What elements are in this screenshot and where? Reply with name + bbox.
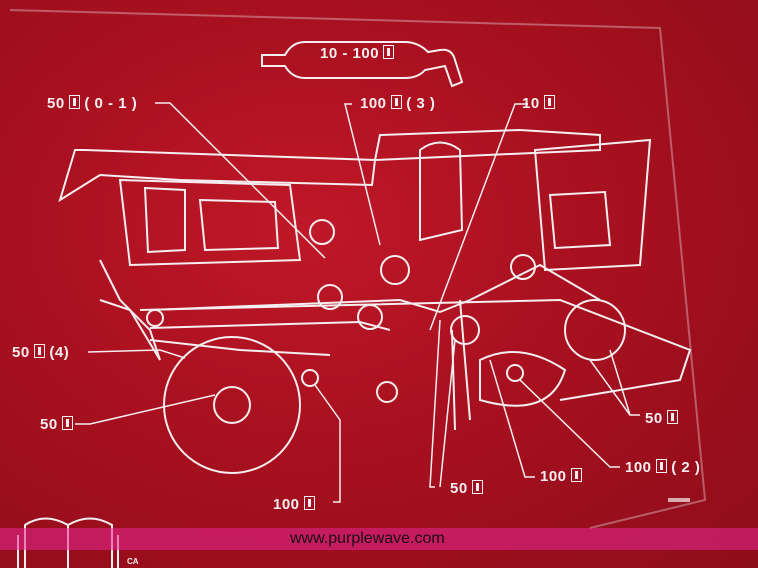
label-suffix: ( 3 ): [406, 95, 436, 112]
label-value: 50: [12, 344, 30, 361]
lube-label: 100 ( 3 ): [360, 95, 435, 112]
manual-caption: CA: [127, 557, 139, 566]
watermark-band: [0, 528, 758, 550]
lube-label: 50 ( 0 - 1 ): [47, 95, 137, 112]
hourglass-icon: [471, 480, 483, 494]
combine-outline: [58, 128, 692, 401]
lube-label: 100: [273, 496, 315, 513]
hourglass-icon: [570, 468, 582, 482]
part-number-sticker: [668, 498, 690, 502]
label-suffix: ( 0 - 1 ): [84, 95, 138, 112]
label-value: 50: [47, 95, 65, 112]
hourglass-icon: [33, 344, 45, 358]
grease-interval-badge: 10 - 100: [320, 45, 395, 62]
lube-label: 100: [540, 468, 582, 485]
watermark: www.purplewave.com: [290, 530, 445, 547]
label-suffix: (4): [49, 344, 70, 361]
grease-gun-icon: [261, 41, 464, 88]
label-value: 100: [540, 468, 567, 485]
label-value: 100: [625, 459, 652, 476]
lube-label: 50: [645, 410, 678, 427]
lube-label: 100 ( 2 ): [625, 459, 700, 476]
pulleys-and-wheels: [146, 219, 626, 474]
label-value: 50: [450, 480, 468, 497]
lube-label: 50: [450, 480, 483, 497]
leader-lines: [75, 102, 640, 503]
hourglass-icon: [61, 416, 73, 430]
hourglass-icon: [303, 496, 315, 510]
badge-value: 10 - 100: [320, 45, 380, 62]
label-suffix: ( 2 ): [671, 459, 701, 476]
hourglass-icon: [383, 45, 395, 59]
hourglass-icon: [655, 459, 667, 473]
label-value: 100: [360, 95, 387, 112]
hourglass-icon: [390, 95, 402, 109]
hourglass-icon: [543, 95, 555, 109]
label-value: 10: [522, 95, 540, 112]
label-value: 100: [273, 496, 300, 513]
label-value: 50: [40, 416, 58, 433]
lube-label: 50 (4): [12, 344, 69, 361]
hourglass-icon: [666, 410, 678, 424]
lube-label: 10: [522, 95, 555, 112]
label-value: 50: [645, 410, 663, 427]
decal-edge: [9, 9, 707, 529]
lube-label: 50: [40, 416, 73, 433]
hourglass-icon: [68, 95, 80, 109]
